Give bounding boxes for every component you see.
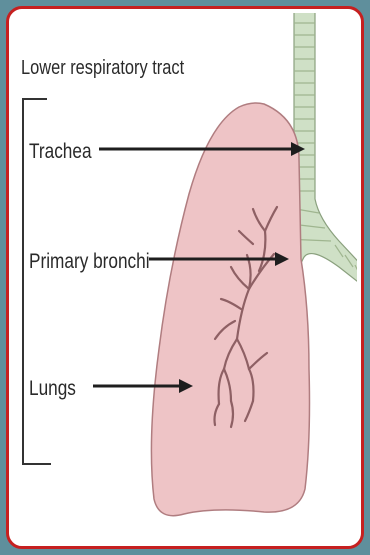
label-primary-bronchi: Primary bronchi: [29, 250, 150, 274]
diagram-title: Lower respiratory tract: [21, 57, 184, 80]
respiratory-diagram: [9, 9, 364, 549]
label-lungs: Lungs: [29, 377, 76, 401]
label-trachea: Trachea: [29, 140, 92, 164]
lung-shape: [151, 103, 309, 516]
diagram-card: Lower respiratory tract Trachea Primary …: [6, 6, 364, 549]
